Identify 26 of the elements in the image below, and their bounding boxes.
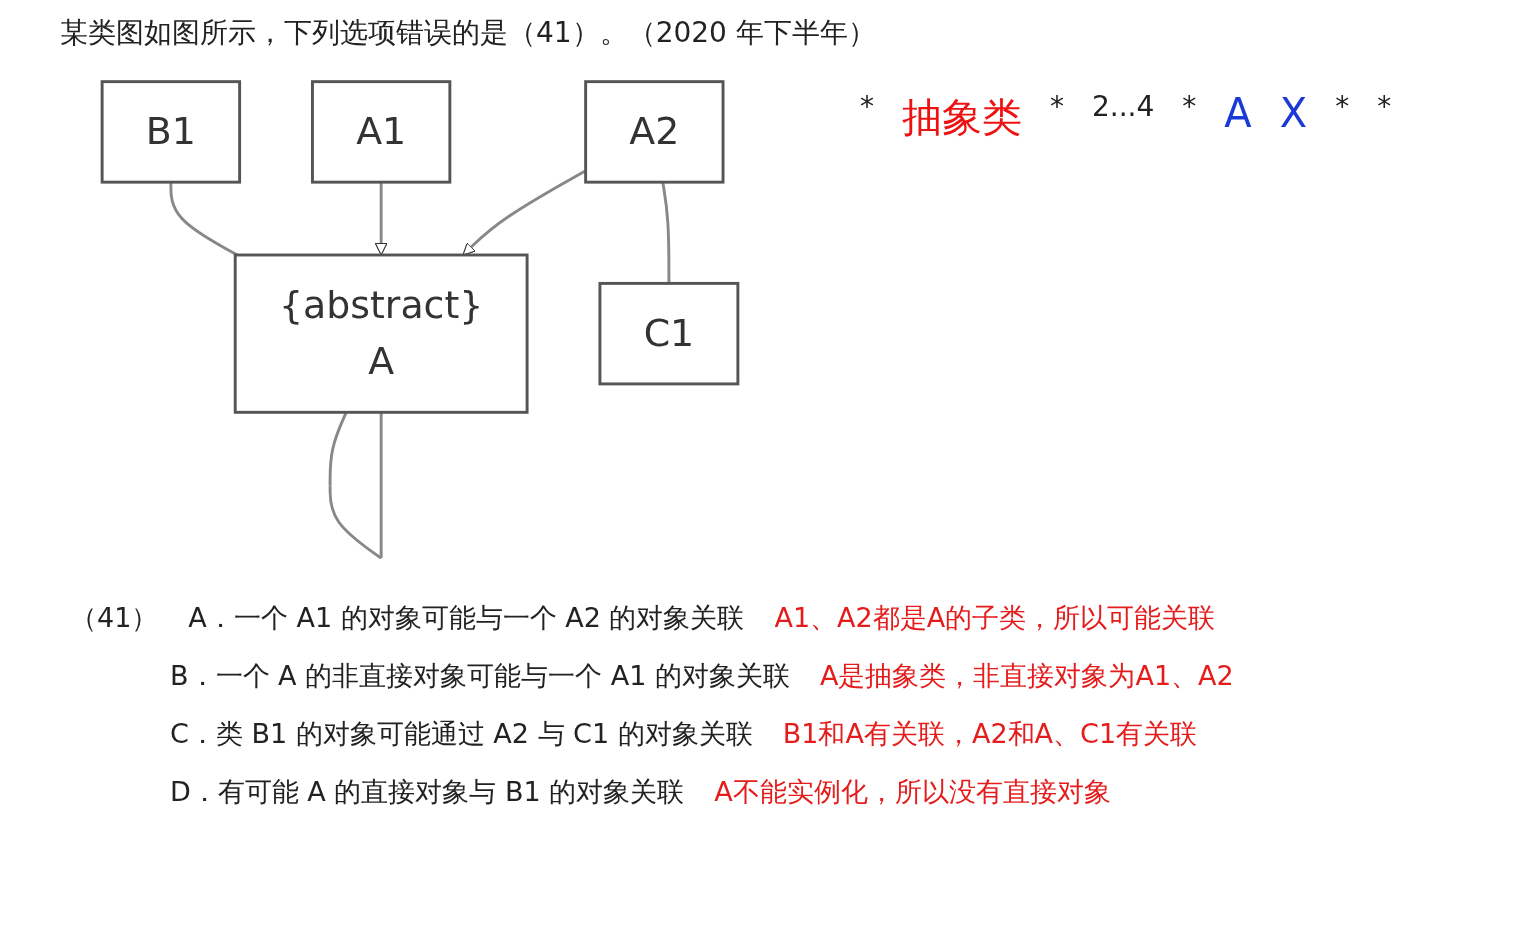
handwritten-mark: X	[1279, 90, 1308, 138]
node-box: A2	[584, 80, 725, 184]
answer-note: B1和A有关联，A2和A、C1有关联	[782, 717, 1198, 751]
node-box: A1	[311, 80, 452, 184]
handwritten-mark: A	[1224, 90, 1252, 138]
option-text: C．类 B1 的对象可能通过 A2 与 C1 的对象关联	[170, 717, 753, 751]
multiplicity-label: *	[1182, 90, 1197, 125]
question-title: 某类图如图所示，下列选项错误的是（41）。（2020 年下半年）	[60, 15, 876, 51]
option-text: D．有可能 A 的直接对象与 B1 的对象关联	[170, 775, 685, 809]
multiplicity-label: *	[860, 90, 874, 125]
node-box: B1	[100, 80, 242, 184]
option-text: B．一个 A 的非直接对象可能与一个 A1 的对象关联	[170, 659, 790, 693]
option-text: A．一个 A1 的对象可能与一个 A2 的对象关联	[188, 601, 745, 635]
multiplicity-label: 2...4	[1092, 90, 1155, 125]
multiplicity-label: *	[1377, 90, 1392, 125]
question-number: （41）	[70, 601, 159, 635]
multiplicity-label: *	[1050, 90, 1064, 125]
connector	[169, 182, 239, 257]
answer-note: A1、A2都是A的子类，所以可能关联	[774, 601, 1216, 635]
arrow	[374, 182, 388, 256]
multiplicity-label: *	[1335, 90, 1350, 125]
node-box: {abstract} A	[233, 253, 529, 414]
answer-note: A不能实例化，所以没有直接对象	[714, 775, 1111, 809]
handwritten-note: 抽象类	[902, 93, 1022, 142]
answer-note: A是抽象类，非直接对象为A1、A2	[820, 659, 1234, 693]
node-box: C1	[598, 281, 740, 386]
